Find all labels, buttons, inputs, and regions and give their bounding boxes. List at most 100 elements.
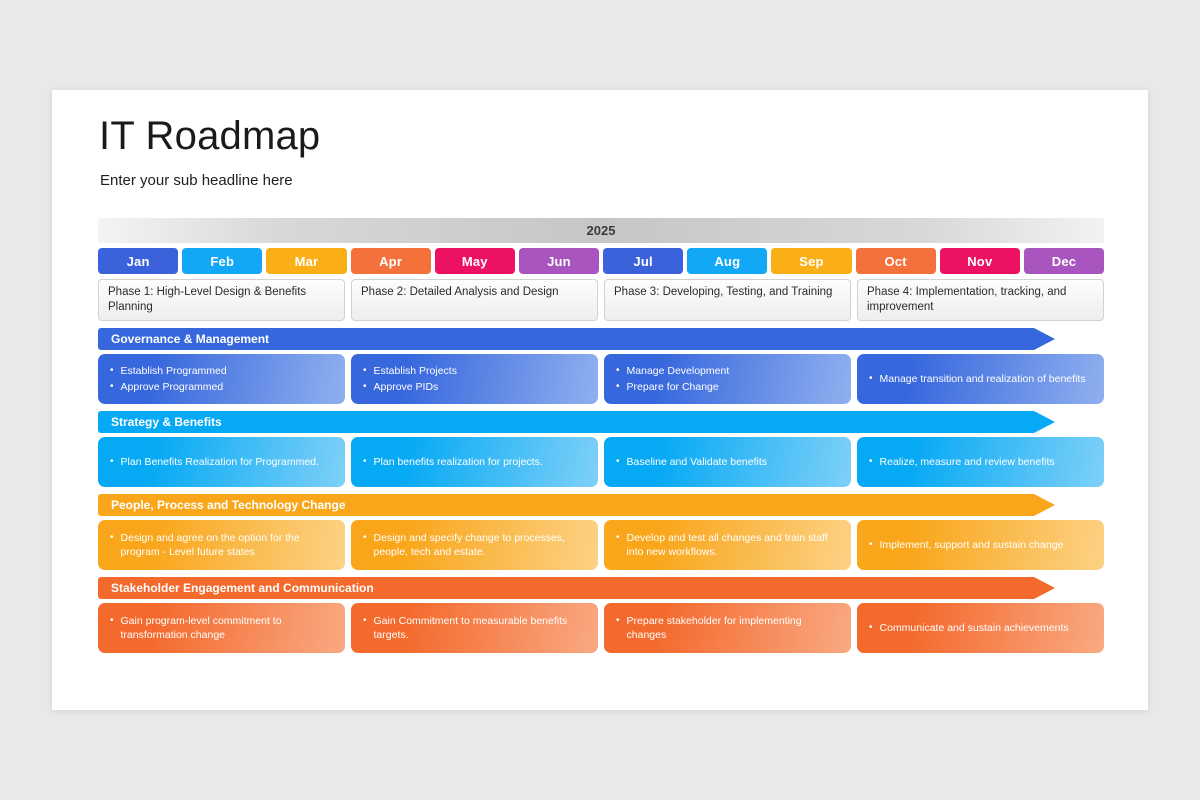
task-card[interactable]: • Establish Programmed • Approve Programmed	[98, 354, 345, 404]
task-bullet-text: Gain program-level commitment to transfo…	[120, 614, 282, 641]
month-tab-feb[interactable]: Feb	[182, 248, 263, 274]
bullet-dot-icon: •	[869, 538, 873, 550]
swimlane-header-2[interactable]: Strategy & Benefits	[98, 411, 1055, 433]
task-bullet-text: Prepare for Change	[626, 381, 719, 393]
task-bullet-text: Communicate and sustain achievements	[879, 621, 1069, 634]
task-bullet-text: Design and agree on the option for the p…	[120, 531, 300, 558]
task-card[interactable]: •Gain Commitment to measurable benefits …	[351, 603, 598, 653]
bullet-dot-icon: •	[363, 381, 367, 392]
task-bullet: • Manage transition and realization of be…	[865, 372, 1094, 387]
task-bullet: •Manage Development	[612, 364, 841, 379]
task-bullet: • Gain program-level commitment to transf…	[106, 614, 335, 642]
task-card[interactable]: •Design and agree on the option for the …	[98, 520, 345, 570]
task-bullet-text: Manage transition and realization of ben…	[879, 372, 1086, 385]
task-bullet-text: Approve PIDs	[373, 381, 439, 393]
task-card[interactable]: • Plan benefits realization for projects.	[351, 437, 598, 487]
page-title: IT Roadmap	[99, 114, 321, 158]
month-tab-jan[interactable]: Jan	[98, 248, 179, 274]
task-bullet-text: Prepare stakeholder for implementing cha…	[626, 614, 802, 641]
task-card[interactable]: •Plan Benefits Realization for Programme…	[98, 437, 345, 487]
swimlane-title: Strategy & Benefits	[111, 415, 222, 429]
task-bullet-text: Baseline and Validate benefits	[626, 455, 768, 468]
task-card[interactable]: •Manage Development • Prepare for Change	[604, 354, 851, 404]
swimlane-title: People, Process and Technology Change	[111, 498, 346, 512]
bullet-dot-icon: •	[616, 614, 620, 626]
swimlane-4: Stakeholder Engagement and Communication…	[98, 577, 1104, 653]
bullet-dot-icon: •	[363, 614, 367, 626]
task-card[interactable]: • Manage transition and realization of be…	[857, 354, 1104, 404]
task-card[interactable]: • Implement, support and sustain change	[857, 520, 1104, 570]
task-card[interactable]: • Communicate and sustain achievements	[857, 603, 1104, 653]
bullet-dot-icon: •	[363, 531, 367, 543]
task-bullet: • Plan benefits realization for projects.	[359, 455, 588, 470]
task-bullet: •Baseline and Validate benefits	[612, 455, 841, 470]
task-card[interactable]: • Realize, measure and review benefits	[857, 437, 1104, 487]
month-tab-may[interactable]: May	[434, 248, 515, 274]
bullet-dot-icon: •	[363, 364, 367, 376]
swimlane-header-1[interactable]: Governance & Management	[98, 328, 1055, 350]
bullet-dot-icon: •	[869, 455, 873, 467]
month-tab-jun[interactable]: Jun	[518, 248, 600, 274]
phase-box-1[interactable]: Phase 1: High-Level Design & Benefits Pl…	[98, 279, 345, 321]
bullet-dot-icon: •	[869, 372, 873, 384]
month-tab-apr[interactable]: Apr	[350, 248, 431, 274]
task-bullet: •Design and agree on the option for the …	[106, 531, 335, 559]
bullet-dot-icon: •	[110, 364, 114, 376]
swimlane-title: Governance & Management	[111, 332, 270, 346]
task-card[interactable]: • Develop and test all changes and train …	[604, 520, 851, 570]
task-card[interactable]: •Baseline and Validate benefits	[604, 437, 851, 487]
phase-box-4[interactable]: Phase 4: Implementation, tracking, and i…	[857, 279, 1104, 321]
task-bullet-text: Approve Programmed	[120, 381, 224, 393]
task-card[interactable]: • Design and specify change to processes,…	[351, 520, 598, 570]
phase-box-2[interactable]: Phase 2: Detailed Analysis and Design	[351, 279, 598, 321]
bullet-dot-icon: •	[110, 614, 114, 626]
swimlanes: Governance & Management • Establish Progra…	[98, 328, 1104, 653]
task-bullet-text: Manage Development	[626, 364, 730, 377]
task-bullet: • Communicate and sustain achievements	[865, 621, 1094, 636]
task-bullet-text: Establish Projects	[373, 364, 457, 377]
swimlane-header-3[interactable]: People, Process and Technology Change	[98, 494, 1055, 516]
month-tab-dec[interactable]: Dec	[1023, 248, 1105, 274]
task-bullet-text: Develop and test all changes and train s…	[626, 531, 828, 558]
month-tab-nov[interactable]: Nov	[939, 248, 1020, 274]
task-card[interactable]: • Establish Projects • Approve PIDs	[351, 354, 598, 404]
swimlane-cards: •Plan Benefits Realization for Programme…	[98, 437, 1104, 487]
task-bullet-text: Realize, measure and review benefits	[879, 455, 1055, 468]
task-bullet: •Gain Commitment to measurable benefits …	[359, 614, 588, 642]
task-card[interactable]: • Gain program-level commitment to transf…	[98, 603, 345, 653]
task-bullet-text: Implement, support and sustain change	[879, 538, 1064, 551]
month-tab-oct[interactable]: Oct	[855, 248, 936, 274]
task-card[interactable]: • Prepare stakeholder for implementing ch…	[604, 603, 851, 653]
bullet-dot-icon: •	[110, 381, 114, 392]
swimlane-3: People, Process and Technology Change•De…	[98, 494, 1104, 570]
task-bullet: • Prepare stakeholder for implementing ch…	[612, 614, 841, 642]
task-bullet: • Realize, measure and review benefits	[865, 455, 1094, 470]
swimlane-header-4[interactable]: Stakeholder Engagement and Communication	[98, 577, 1055, 599]
task-bullet: • Establish Programmed	[106, 364, 335, 379]
task-bullet: •Plan Benefits Realization for Programme…	[106, 455, 335, 470]
task-bullet-text: Establish Programmed	[120, 364, 227, 377]
month-tab-jul[interactable]: Jul	[603, 248, 684, 274]
swimlane-arrow-tip	[1033, 494, 1055, 516]
task-bullet: • Develop and test all changes and train …	[612, 531, 841, 559]
task-bullet: • Prepare for Change	[612, 380, 841, 395]
task-bullet: • Establish Projects	[359, 364, 588, 379]
year-label: 2025	[586, 223, 616, 238]
task-bullet: • Approve Programmed	[106, 380, 335, 395]
month-tab-mar[interactable]: Mar	[266, 248, 347, 274]
task-bullet-text: Design and specify change to processes, …	[373, 531, 565, 558]
page-subtitle: Enter your sub headline here	[100, 172, 293, 189]
swimlane-1: Governance & Management • Establish Progra…	[98, 328, 1104, 404]
task-bullet-text: Plan benefits realization for projects.	[373, 455, 543, 468]
bullet-dot-icon: •	[616, 381, 620, 392]
month-tab-aug[interactable]: Aug	[687, 248, 768, 274]
task-bullet: • Implement, support and sustain change	[865, 538, 1094, 553]
month-tab-sep[interactable]: Sep	[771, 248, 852, 274]
bullet-dot-icon: •	[616, 531, 620, 543]
bullet-dot-icon: •	[869, 621, 873, 633]
phase-box-3[interactable]: Phase 3: Developing, Testing, and Traini…	[604, 279, 851, 321]
bullet-dot-icon: •	[363, 455, 367, 467]
slide-canvas: IT Roadmap Enter your sub headline here …	[52, 90, 1148, 710]
task-bullet: • Approve PIDs	[359, 380, 588, 395]
